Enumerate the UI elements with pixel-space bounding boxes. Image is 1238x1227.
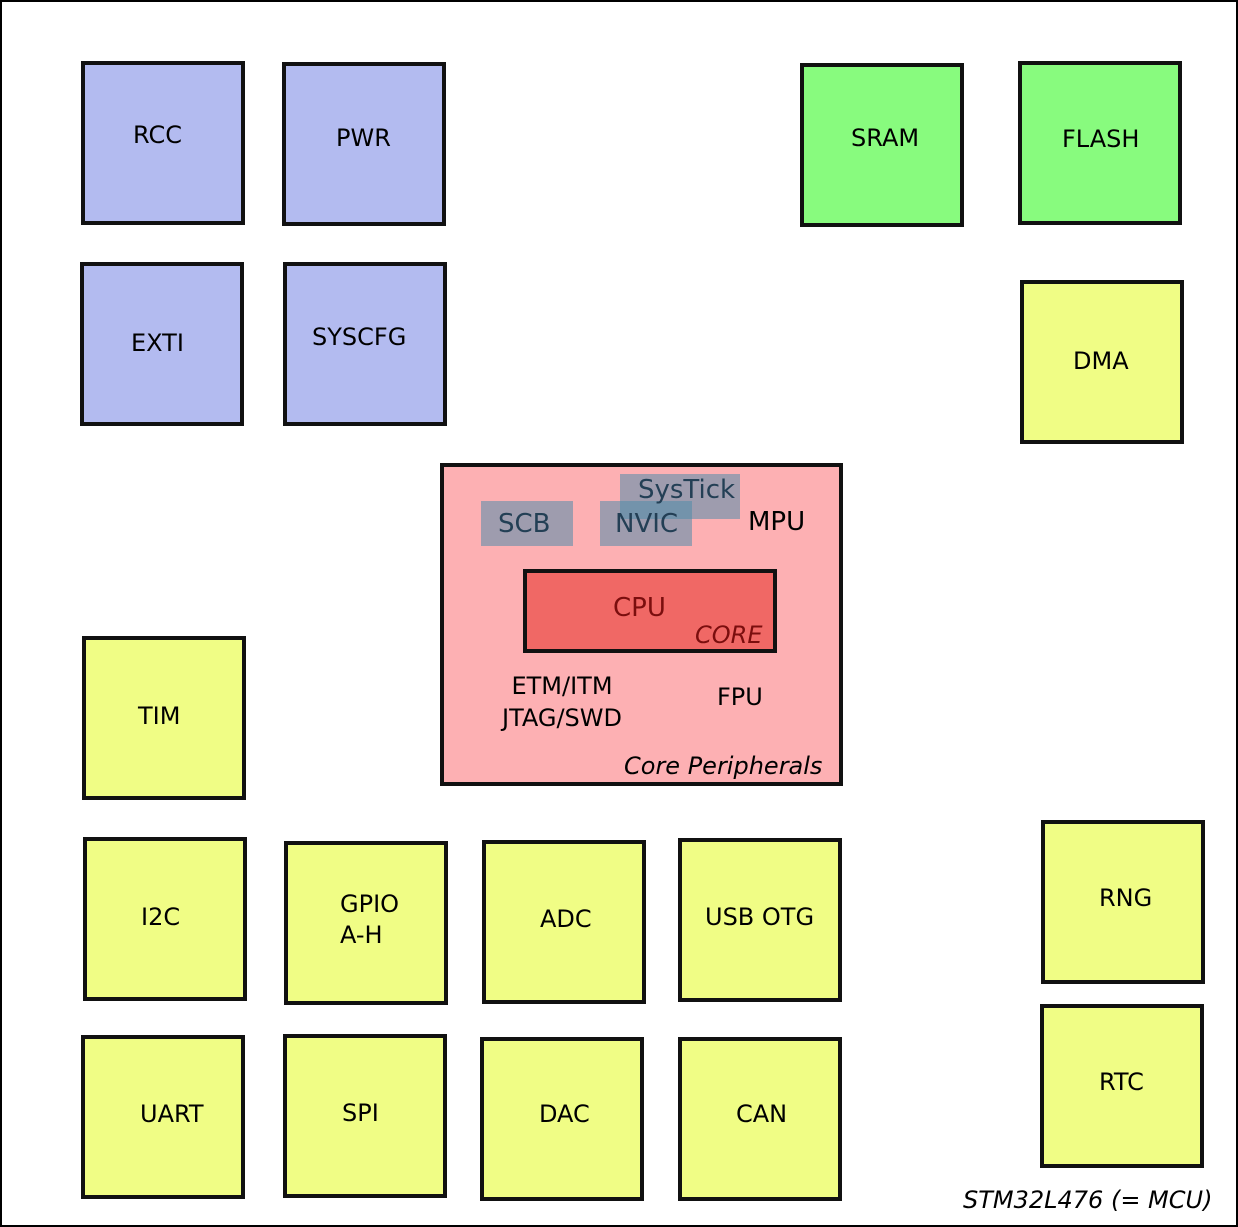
nvic-label: NVIC: [615, 509, 679, 539]
rcc-label: RCC: [133, 121, 182, 149]
systick-highlight: [620, 474, 740, 519]
scb-label: SCB: [498, 509, 551, 539]
syscfg-block: SYSCFG: [283, 262, 447, 426]
core-peripherals-caption: Core Peripherals: [624, 752, 823, 780]
adc-block: ADC: [482, 840, 646, 1004]
fpu-label: FPU: [717, 683, 763, 711]
scb-highlight: [481, 501, 573, 546]
dma-block: DMA: [1020, 280, 1184, 444]
dac-label: DAC: [539, 1100, 590, 1128]
i2c-label: I2C: [141, 903, 181, 931]
rtc-block: RTC: [1040, 1004, 1204, 1168]
tim-block: TIM: [82, 636, 246, 800]
cpu-core-tag: CORE: [695, 621, 763, 649]
flash-label: FLASH: [1062, 125, 1140, 153]
uart-label: UART: [140, 1100, 204, 1128]
tim-label: TIM: [138, 702, 181, 730]
sram-block: SRAM: [800, 63, 964, 227]
rtc-label: RTC: [1099, 1068, 1144, 1096]
exti-block: EXTI: [80, 262, 244, 426]
gpio-label: GPIO A-H: [340, 890, 400, 949]
usb-otg-label: USB OTG: [705, 903, 815, 931]
rng-label: RNG: [1099, 884, 1153, 912]
i2c-block: I2C: [83, 837, 247, 1001]
spi-block: SPI: [283, 1034, 447, 1198]
spi-label: SPI: [342, 1099, 379, 1127]
rcc-block: RCC: [81, 61, 245, 225]
mcu-caption: STM32L476 (= MCU): [963, 1186, 1213, 1214]
systick-label: SysTick: [638, 475, 736, 505]
gpio-block: GPIO A-H: [284, 841, 448, 1005]
mpu-label: MPU: [748, 507, 806, 537]
uart-block: UART: [81, 1035, 245, 1199]
cpu-label: CPU: [613, 593, 666, 623]
exti-label: EXTI: [131, 329, 184, 357]
adc-label: ADC: [540, 905, 592, 933]
debug-label: ETM/ITM JTAG/SWD: [502, 672, 622, 732]
syscfg-label: SYSCFG: [312, 323, 407, 351]
dac-block: DAC: [480, 1037, 644, 1201]
sram-label: SRAM: [851, 124, 920, 152]
pwr-block: PWR: [282, 62, 446, 226]
can-label: CAN: [736, 1100, 788, 1128]
pwr-label: PWR: [336, 124, 391, 152]
dma-label: DMA: [1073, 347, 1129, 375]
usb-otg-block: USB OTG: [678, 838, 842, 1002]
can-block: CAN: [678, 1037, 842, 1201]
rng-block: RNG: [1041, 820, 1205, 984]
flash-block: FLASH: [1018, 61, 1182, 225]
cpu-block: CPU CORE: [523, 569, 777, 653]
